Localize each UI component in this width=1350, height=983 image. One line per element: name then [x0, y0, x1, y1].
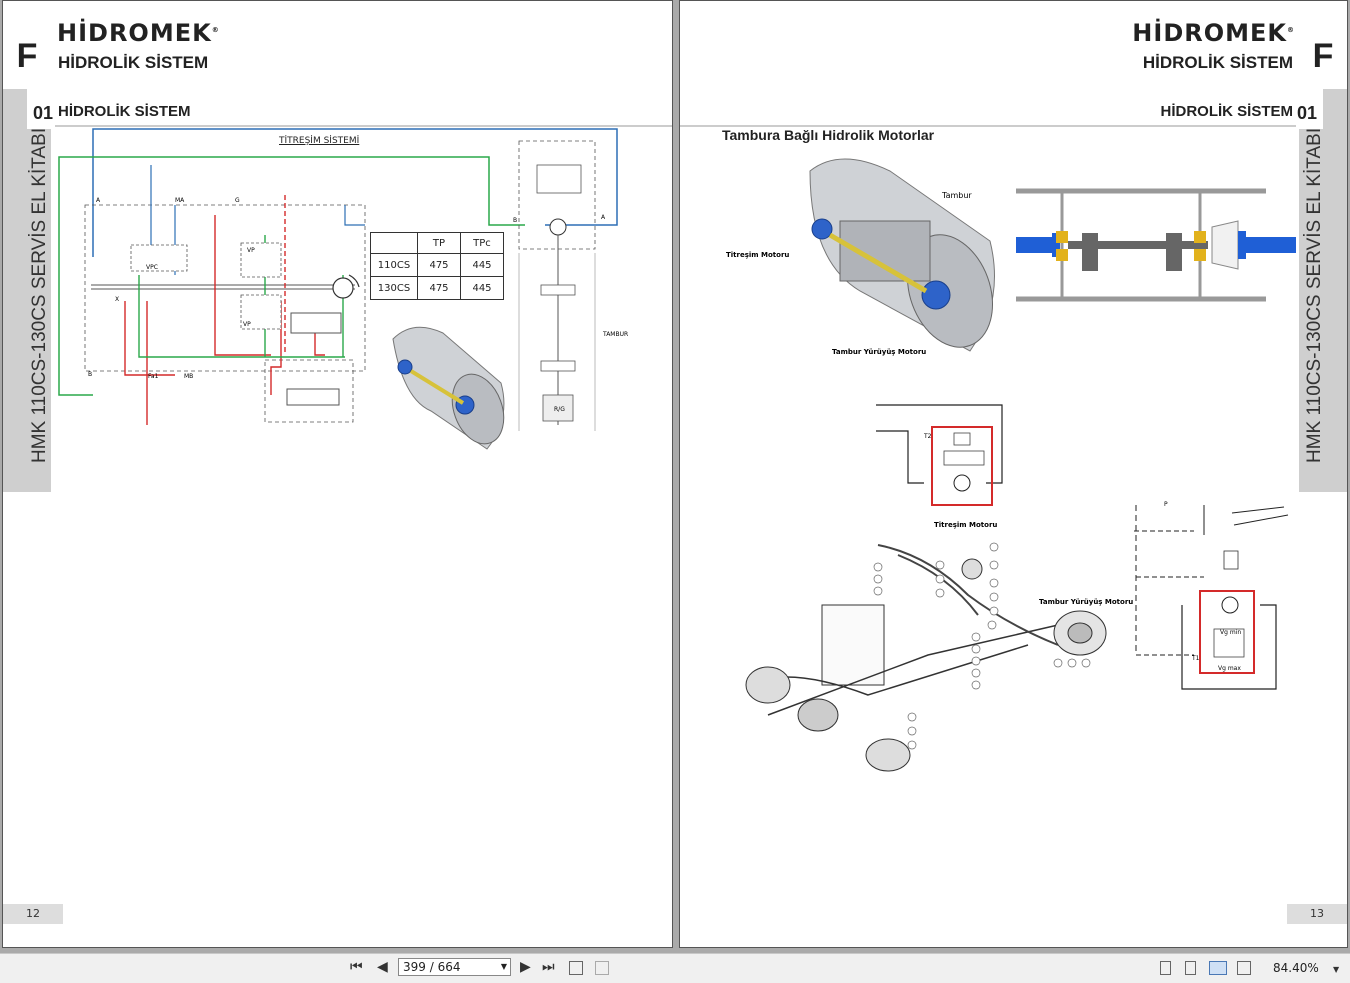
vibration-system-schematic: [58, 128, 618, 431]
label-titresim-motoru-2: Titreşim Motoru: [934, 521, 998, 529]
table-row: 110CS 475 445: [370, 253, 504, 277]
previous-page-icon[interactable]: ◀: [377, 959, 388, 975]
right-page: HİDROMEK® HİDROLİK SİSTEM F 01 HİDROLİK …: [679, 0, 1348, 948]
port-label-b: B: [88, 371, 93, 378]
port-label-ma: MA: [175, 197, 185, 204]
previous-view-icon[interactable]: [569, 961, 583, 975]
port-label-a2: A: [601, 214, 606, 221]
side-tab: [1299, 89, 1347, 492]
section-number: 01: [1294, 99, 1320, 127]
label-tambur-yuruyus-motoru: Tambur Yürüyüş Motoru: [832, 348, 927, 356]
first-page-icon[interactable]: ⏮: [350, 959, 363, 975]
port-label-fa1: Fa1: [148, 373, 159, 380]
viewer-toolbar: [0, 953, 1350, 983]
label-vg-max: Vg max: [1218, 665, 1241, 672]
label-titresim-motoru: Titreşim Motoru: [726, 251, 790, 259]
travel-motor-illustration: [1053, 610, 1107, 668]
label-vg-min: Vg min: [1220, 629, 1242, 636]
page-number-left: 12: [3, 904, 63, 924]
brand-logo: HİDROMEK®: [1132, 19, 1295, 47]
port-label-b2: B: [513, 217, 518, 224]
next-view-icon[interactable]: [595, 961, 609, 975]
section-title: HİDROLİK SİSTEM: [58, 103, 191, 120]
label-tambur-yuruyus-motoru-2: Tambur Yürüyüş Motoru: [1039, 598, 1134, 606]
last-page-icon[interactable]: ⏭: [542, 959, 555, 975]
section-number: 01: [30, 99, 56, 127]
port-label-vp1: VP: [247, 247, 255, 254]
table-header-row: TP TPc: [370, 232, 504, 254]
two-page-icon[interactable]: [1209, 961, 1227, 975]
chapter-letter: F: [1299, 36, 1347, 78]
header-divider: [680, 125, 1296, 127]
port-label-x: X: [115, 296, 120, 303]
left-page: HİDROMEK® HİDROLİK SİSTEM F 01 HİDROLİK …: [2, 0, 673, 948]
rg-label: R/G: [554, 406, 565, 413]
port-label-mb: MB: [184, 373, 194, 380]
continuous-page-icon[interactable]: [1185, 961, 1196, 975]
chapter-title: HİDROLİK SİSTEM: [1142, 53, 1293, 72]
port-label-vpc: VPC: [146, 264, 158, 271]
label-t2: T2: [924, 433, 932, 440]
single-page-icon[interactable]: [1160, 961, 1171, 975]
table-row: 130CS 475 445: [370, 276, 504, 300]
pressure-table: TP TPc 110CS 475 445 130CS 475 445: [370, 232, 504, 300]
side-tab-text: HMK 110CS-130CS SERVİS EL KİTABI: [29, 127, 50, 463]
chassis-illustration: [745, 542, 1059, 772]
tambur-label: TAMBUR: [603, 331, 629, 338]
header-divider: [55, 125, 672, 127]
side-tab: [3, 89, 51, 492]
chapter-title: HİDROLİK SİSTEM: [58, 53, 209, 72]
port-label-g: G: [235, 197, 240, 204]
zoom-dropdown-icon[interactable]: ▼: [1333, 965, 1340, 974]
label-t1: T1: [1192, 655, 1200, 662]
drum-illustration: [392, 326, 505, 450]
travel-motor-schematic: [1134, 505, 1289, 690]
section-title: HİDROLİK SİSTEM: [1160, 103, 1293, 120]
page-indicator-input[interactable]: 399 / 664▼: [398, 958, 511, 976]
port-label-vp2: VP: [243, 321, 251, 328]
port-label-a: A: [96, 197, 101, 204]
vibration-motor-schematic: [876, 404, 1003, 506]
table-header-tp: TP: [417, 232, 461, 254]
table-header-tpc: TPc: [460, 232, 504, 254]
two-page-continuous-icon[interactable]: [1237, 961, 1251, 975]
page-heading: Tambura Bağlı Hidrolik Motorlar: [722, 127, 935, 143]
side-tab-text: HMK 110CS-130CS SERVİS EL KİTABI: [1304, 127, 1325, 463]
zoom-level[interactable]: 84.40%: [1273, 961, 1319, 975]
chapter-letter: F: [3, 36, 51, 78]
label-p: P: [1164, 501, 1168, 508]
diagram-title: TİTREŞİM SİSTEMİ: [279, 136, 360, 146]
page-number-right: 13: [1287, 904, 1347, 924]
brand-logo: HİDROMEK®: [57, 19, 220, 47]
next-page-icon[interactable]: ▶: [520, 959, 531, 975]
label-tambur: Tambur: [942, 191, 972, 200]
drum-motor-illustration: [809, 158, 995, 352]
axle-diagram: [1016, 188, 1296, 302]
